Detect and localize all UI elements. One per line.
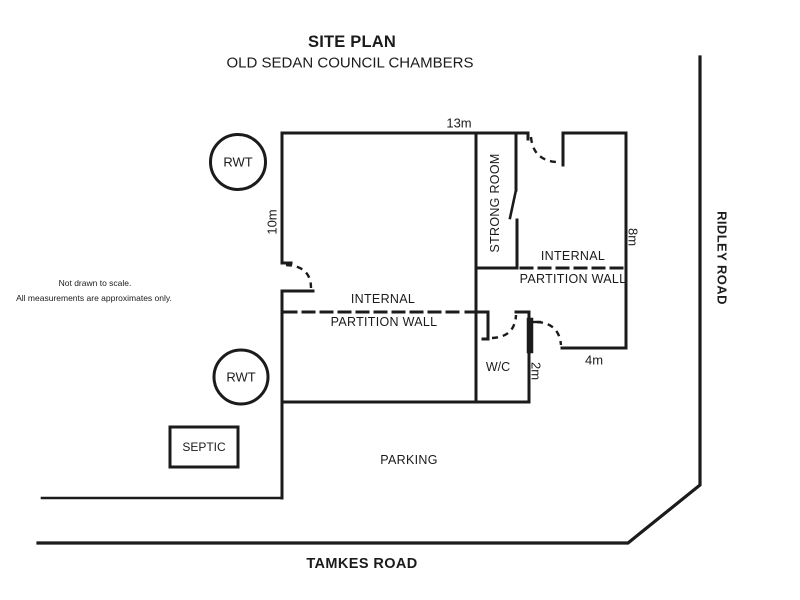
rwt-circle-bottom [212,348,270,406]
road-boundary-line [36,55,702,545]
measurement-2m: 2m [528,361,544,381]
road-label-ridley: RIDLEY ROAD [714,211,730,305]
wall-wc-left-jamb [464,310,490,341]
door-leaf-strongroom [508,188,518,220]
wall-wc-right [514,310,531,404]
measurement-10m: 10m [264,209,280,235]
room-label-wc: W/C [485,359,511,374]
page-title: SITE PLAN [308,32,396,51]
door-arc-wc [491,314,518,340]
rwt-circle-top [209,133,267,191]
room-label-strong-room: STRONG ROOM [487,153,502,253]
wall-right-section [560,131,628,350]
note-measurements: All measurements are approximates only. [16,292,172,303]
rwt-label-top: RWT [223,154,253,170]
road-label-tamkes: TAMKES ROAD [306,555,418,572]
septic-label: SEPTIC [182,440,226,454]
measurement-13m: 13m [446,115,472,131]
wall-left-top [280,131,530,265]
note-scale: Not drawn to scale. [58,277,132,288]
measurement-4m: 4m [584,352,604,368]
partition-label-left-line1: INTERNAL [350,291,416,306]
rwt-label-bottom: RWT [226,369,256,385]
area-label-parking: PARKING [380,452,438,467]
page-subtitle: OLD SEDAN COUNCIL CHAMBERS [226,54,474,72]
partition-label-left-line2: PARTITION WALL [330,314,438,329]
door-arc-left-entry [285,263,313,289]
septic-box [168,425,240,469]
door-arc-top-entry [529,136,557,164]
measurement-8m: 8m [625,227,641,247]
partition-label-right-line2: PARTITION WALL [519,271,627,286]
partition-label-right-line1: INTERNAL [540,248,606,263]
door-arc-right-room [536,320,563,346]
